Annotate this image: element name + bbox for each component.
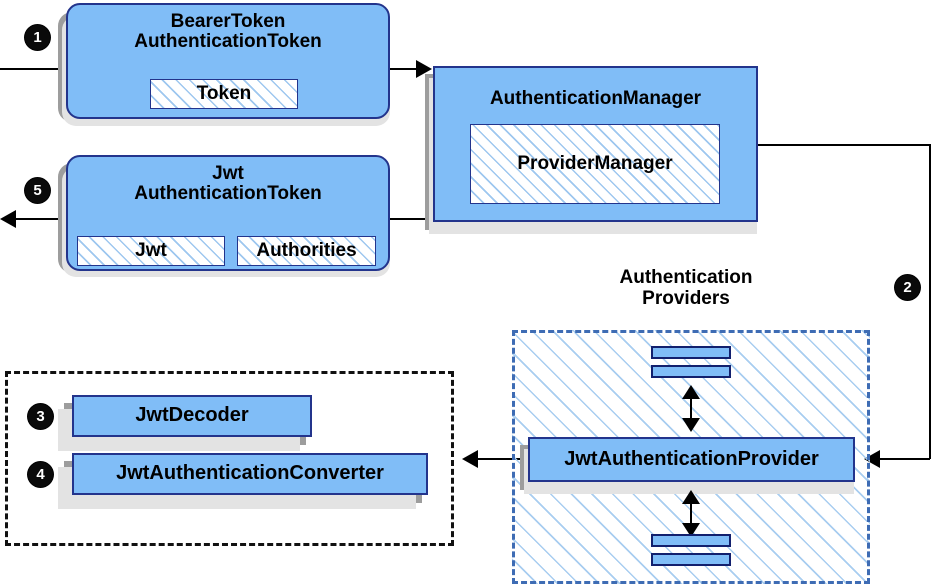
bearer-token-title-line2: AuthenticationToken <box>134 31 322 53</box>
arrow-manager-to-provider-seg2 <box>929 144 931 459</box>
jwt-token-title-line1: Jwt <box>212 163 244 184</box>
authentication-manager-slot-provider-manager[interactable]: ProviderManager <box>470 124 720 204</box>
arrow-response-out-line <box>12 218 70 220</box>
arrow-provider-to-support-head <box>462 450 478 468</box>
arrow-bearer-to-manager-line <box>388 68 420 70</box>
jwt-token-title-line2: AuthenticationToken <box>134 183 322 205</box>
step-badge-5: 5 <box>25 178 50 203</box>
jwt-token-slot-authorities[interactable]: Authorities <box>237 236 376 266</box>
node-jwt-authentication-converter[interactable]: JwtAuthenticationConverter <box>72 453 428 495</box>
provider-manager-label: ProviderManager <box>517 153 673 174</box>
provider-stack-top-bar-1 <box>651 346 731 359</box>
jwt-token-slot-jwt-label: Jwt <box>135 240 167 261</box>
step-badge-5-label: 5 <box>33 182 42 199</box>
provider-link-bottom-arrow-up <box>682 490 700 504</box>
step-badge-3: 3 <box>28 404 53 429</box>
arrow-response-out-head <box>0 210 16 228</box>
provider-link-bottom-arrow-down <box>682 523 700 537</box>
jwt-authentication-provider-label: JwtAuthenticationProvider <box>564 447 819 470</box>
provider-stack-top-bar-2 <box>651 365 731 378</box>
authentication-providers-title-line2: Providers <box>642 287 730 309</box>
provider-stack-top <box>651 346 731 378</box>
node-jwt-authentication-provider[interactable]: JwtAuthenticationProvider <box>528 437 855 482</box>
arrow-bearer-to-manager-head <box>416 60 432 78</box>
bearer-token-slot-label: Token <box>196 83 252 104</box>
step-badge-1-label: 1 <box>33 29 42 46</box>
jwt-support-zone <box>5 371 454 546</box>
arrow-manager-to-jwttoken-line <box>388 218 438 220</box>
jwt-token-slot-jwt[interactable]: Jwt <box>77 236 225 266</box>
bearer-token-slot-token[interactable]: Token <box>150 79 298 109</box>
step-badge-4: 4 <box>28 462 53 487</box>
jwt-token-slot-authorities-label: Authorities <box>256 240 357 261</box>
node-jwt-decoder[interactable]: JwtDecoder <box>72 395 312 437</box>
arrow-provider-to-support-line <box>478 458 526 460</box>
jwt-decoder-label: JwtDecoder <box>135 404 249 427</box>
step-badge-1: 1 <box>25 25 50 50</box>
provider-link-top-line <box>690 388 692 422</box>
provider-link-bottom-line <box>690 493 692 527</box>
step-badge-2-label: 2 <box>903 279 912 296</box>
step-badge-3-label: 3 <box>36 408 45 425</box>
arrow-manager-to-provider-seg1 <box>757 144 930 146</box>
authentication-providers-title: Authentication Providers <box>566 267 806 309</box>
provider-stack-bottom-bar-2 <box>651 553 731 566</box>
provider-link-top-arrow-down <box>682 418 700 432</box>
step-badge-2: 2 <box>895 275 920 300</box>
arrow-request-in <box>0 68 68 70</box>
bearer-token-title-line1: BearerToken <box>170 11 286 32</box>
authentication-manager-title: AuthenticationManager <box>489 88 702 109</box>
jwt-authentication-converter-label: JwtAuthenticationConverter <box>116 462 384 485</box>
provider-stack-bottom <box>651 534 731 566</box>
step-badge-4-label: 4 <box>36 466 45 483</box>
provider-stack-bottom-bar-1 <box>651 534 731 547</box>
authentication-providers-title-line1: Authentication <box>619 267 753 288</box>
provider-link-top-arrow-up <box>682 385 700 399</box>
arrow-manager-to-provider-seg3 <box>880 458 930 460</box>
